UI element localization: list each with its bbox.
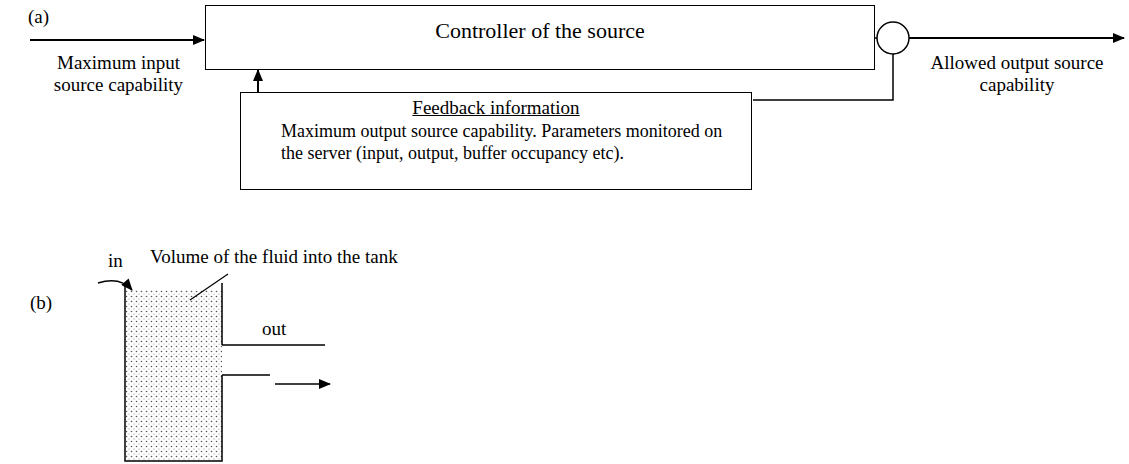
feedback-arrow (257, 70, 259, 92)
output-sensor (877, 22, 909, 54)
outlet-pipe (222, 345, 325, 375)
input-label: Maximum input source capability (36, 52, 201, 96)
controller-box: Controller of the source (205, 5, 875, 70)
flow-label: out (262, 318, 312, 340)
flow-label: in (108, 250, 138, 272)
output-line (875, 37, 877, 39)
box-body: Maximum output source capability. Parame… (241, 119, 751, 170)
leader-line (190, 274, 228, 300)
output-arrow (909, 37, 1124, 39)
out-arrow (275, 383, 330, 385)
input-arrow (30, 39, 204, 41)
feedback-box: Feedback informationMaximum output sourc… (240, 92, 752, 190)
part-letter: (b) (30, 292, 70, 314)
tank-wall (125, 283, 222, 461)
output-label: Allowed output source capability (922, 52, 1112, 96)
callout-text: Volume of the fluid into the tank (150, 246, 480, 268)
part-letter: (a) (28, 6, 68, 28)
box-heading: Feedback information (241, 93, 751, 119)
fluid (126, 290, 222, 460)
in-arrow (98, 281, 132, 290)
box-title: Controller of the source (206, 6, 874, 44)
